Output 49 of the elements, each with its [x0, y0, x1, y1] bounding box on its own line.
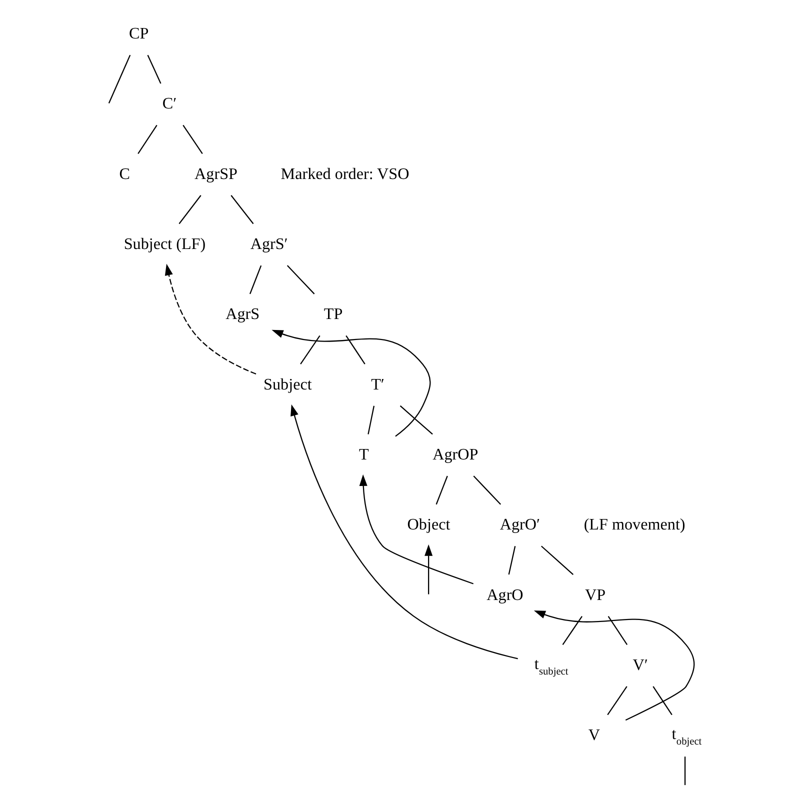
node-text: V — [588, 726, 600, 744]
node-text: C′ — [162, 95, 176, 112]
connector — [137, 124, 157, 154]
node-text: CP — [128, 25, 148, 42]
connector — [606, 686, 627, 715]
arrow — [358, 474, 474, 584]
node-text: TP — [323, 306, 342, 323]
connector — [182, 124, 202, 154]
connector — [508, 546, 516, 574]
node-text: AgrO′ — [499, 516, 540, 534]
connector — [367, 405, 374, 434]
connector — [472, 475, 501, 504]
connector — [345, 334, 365, 364]
node-text: AgrO — [486, 586, 523, 604]
label: Marked order: VSO — [280, 165, 409, 182]
connector — [108, 54, 130, 103]
connector — [248, 264, 262, 294]
connector — [652, 686, 672, 715]
connector — [146, 54, 161, 84]
node-text: AgrSP — [194, 165, 237, 182]
connector — [230, 194, 254, 224]
connector — [178, 194, 201, 224]
label: (LF movement) — [583, 516, 685, 534]
node-text: V′ — [632, 656, 648, 674]
node-text: t$_{object}$ — [671, 725, 702, 747]
arrow — [271, 329, 430, 436]
node-text: T — [358, 446, 368, 463]
node-text: t$_{subject}$ — [534, 655, 568, 677]
connector — [540, 545, 574, 574]
node-text: C — [118, 165, 130, 182]
node-text: AgrOP — [432, 446, 478, 463]
node-text: Subject — [263, 376, 312, 393]
connector — [399, 404, 432, 434]
connector — [562, 615, 582, 644]
node-text: T′ — [370, 376, 384, 393]
connector — [607, 615, 628, 644]
arrow — [424, 544, 432, 594]
connector — [300, 334, 320, 364]
arrow — [164, 263, 256, 374]
connector — [684, 756, 686, 785]
node-text: AgrS′ — [250, 236, 288, 253]
arrow — [290, 404, 518, 659]
node-text: Subject (LF) — [123, 236, 206, 253]
node-text: VP — [584, 586, 606, 604]
node-text: AgrS — [225, 306, 260, 323]
node-text: Object — [406, 516, 450, 534]
connector — [435, 475, 448, 504]
connector — [286, 264, 314, 294]
arrow — [533, 610, 694, 720]
